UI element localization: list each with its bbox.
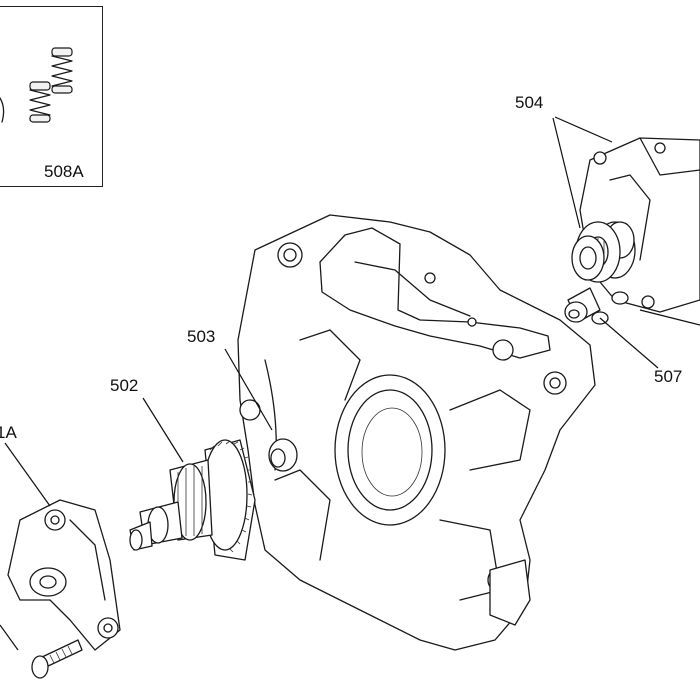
bolt-left <box>31 639 83 679</box>
detail-inset-frame <box>0 6 103 187</box>
left-bracket <box>7 499 121 651</box>
callout-label-504: 504 <box>515 93 544 112</box>
callout-label-502: 502 <box>110 376 139 395</box>
bolt-507 <box>564 287 601 323</box>
leader-lines <box>0 116 700 651</box>
spring-icon-lower <box>29 81 51 123</box>
crankcase-housing <box>237 214 596 651</box>
starter-gear-assembly <box>129 439 256 561</box>
spring-icon-upper <box>51 47 73 94</box>
callout-label-508a: 508A <box>44 162 84 181</box>
callout-label-left-partial: 1A <box>0 423 17 442</box>
partial-part-edge <box>0 97 5 123</box>
starter-motor-flange <box>571 137 700 325</box>
callout-label-507: 507 <box>654 367 683 386</box>
callout-label-503: 503 <box>187 327 216 346</box>
